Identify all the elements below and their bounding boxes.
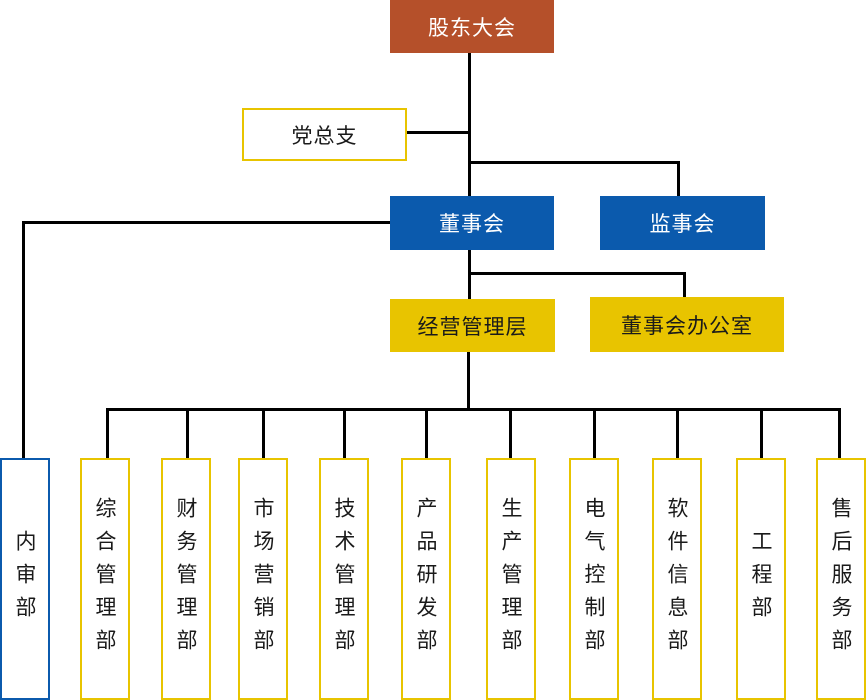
dept-label: 市场营销部 (251, 496, 275, 662)
node-board-office: 董事会办公室 (590, 297, 784, 352)
node-internal-audit: 内审部 (0, 458, 50, 700)
connector-office-v (683, 272, 686, 298)
dept-box: 软件信息部 (652, 458, 702, 700)
node-label: 内审部 (13, 529, 37, 629)
dept-label: 软件信息部 (665, 496, 689, 662)
dept-box: 售后服务部 (816, 458, 866, 700)
dept-label: 财务管理部 (174, 496, 198, 662)
connector-party-branch (406, 131, 470, 134)
connector-audit-v (22, 221, 25, 459)
node-label: 董事会 (439, 212, 505, 236)
connector-audit-h (22, 221, 392, 224)
connector-dept-drop (838, 408, 841, 459)
connector-dept-drop (593, 408, 596, 459)
dept-box: 技术管理部 (319, 458, 369, 700)
connector-office-h (468, 272, 686, 275)
node-board-of-supervisors: 监事会 (600, 196, 765, 250)
dept-label: 产品研发部 (414, 496, 438, 662)
dept-box: 综合管理部 (80, 458, 130, 700)
connector-dept-drop (186, 408, 189, 459)
node-board-of-directors: 董事会 (390, 196, 554, 250)
dept-label: 工程部 (749, 529, 773, 629)
connector-dept-drop (425, 408, 428, 459)
node-label: 董事会办公室 (621, 313, 753, 338)
connector-dept-drop (343, 408, 346, 459)
connector-supervisors-v (677, 161, 680, 197)
node-label: 党总支 (291, 123, 358, 148)
connector-dept-drop (262, 408, 265, 459)
dept-label: 生产管理部 (499, 496, 523, 662)
dept-box: 工程部 (736, 458, 786, 700)
dept-box: 生产管理部 (486, 458, 536, 700)
dept-label: 售后服务部 (829, 496, 853, 662)
dept-box: 电气控制部 (569, 458, 619, 700)
connector-dept-drop (106, 408, 109, 459)
node-party-branch: 党总支 (242, 108, 407, 161)
dept-box: 产品研发部 (401, 458, 451, 700)
node-label: 监事会 (649, 212, 716, 236)
connector-dept-drop (509, 408, 512, 459)
connector-management-down (467, 351, 470, 409)
dept-label: 技术管理部 (332, 496, 356, 662)
connector-departments-bus (106, 408, 841, 411)
connector-dept-drop (676, 408, 679, 459)
node-label: 股东大会 (428, 15, 516, 40)
node-management: 经营管理层 (390, 299, 555, 352)
dept-box: 财务管理部 (161, 458, 211, 700)
dept-label: 综合管理部 (93, 496, 117, 662)
connector-supervisors-h (468, 161, 680, 164)
dept-label: 电气控制部 (582, 496, 606, 662)
connector-top-trunk (468, 52, 471, 197)
dept-box: 市场营销部 (238, 458, 288, 700)
connector-dept-drop (760, 408, 763, 459)
node-label: 经营管理层 (417, 314, 528, 339)
node-shareholders-meeting: 股东大会 (390, 0, 554, 53)
